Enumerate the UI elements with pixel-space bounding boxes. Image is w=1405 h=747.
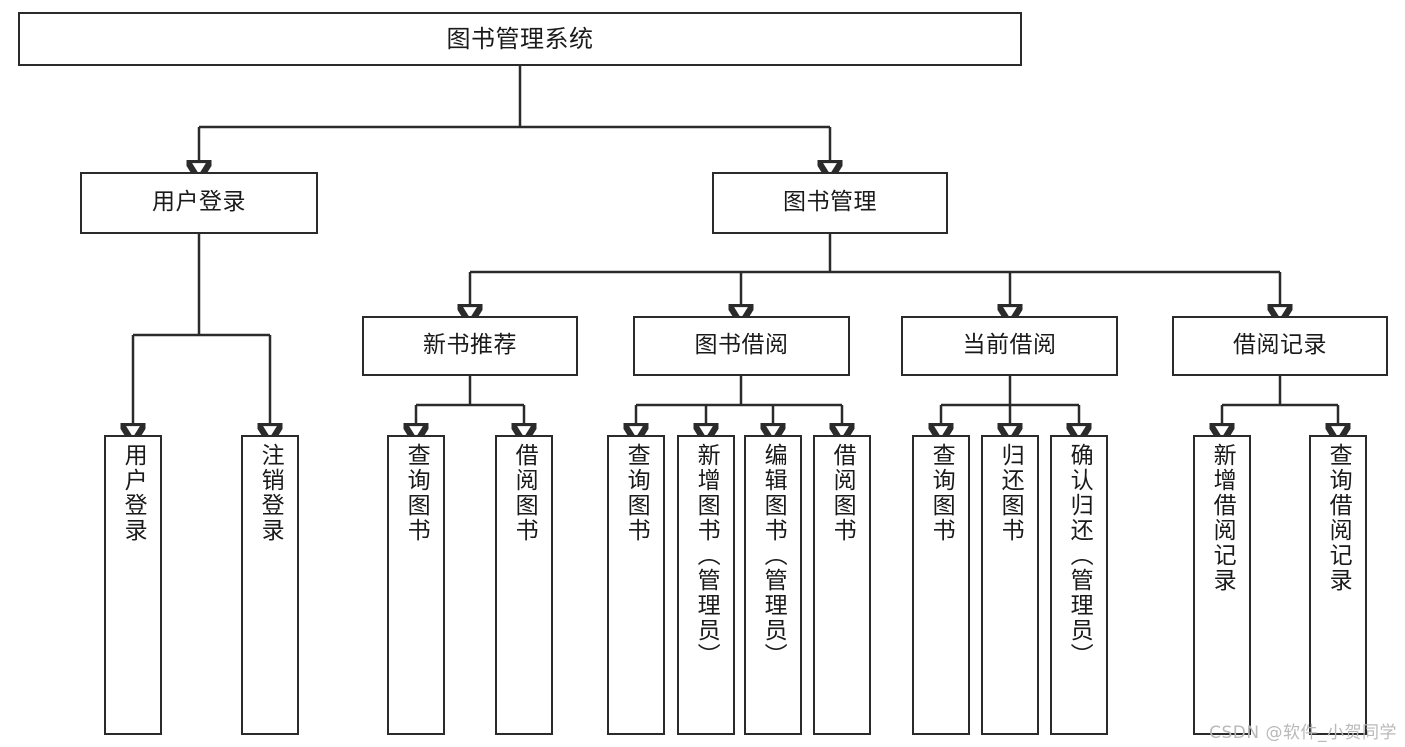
node-new-book-recommendation[interactable]: 新书推荐 [362, 316, 578, 376]
node-label: 图书借阅 [694, 332, 789, 359]
node-label: 查询图书 [623, 443, 650, 543]
leaf-edit-book-admin[interactable]: 编辑图书（管理员） [744, 435, 802, 735]
node-label: 查询借阅记录 [1325, 443, 1352, 593]
node-borrowing-records[interactable]: 借阅记录 [1172, 316, 1388, 376]
leaf-query-borrowing-record[interactable]: 查询借阅记录 [1309, 435, 1367, 735]
node-label: 当前借阅 [962, 332, 1057, 359]
leaf-user-login[interactable]: 用户登录 [104, 435, 162, 735]
leaf-query-books-current[interactable]: 查询图书 [912, 435, 970, 735]
node-label: 用户登录 [152, 189, 246, 216]
leaf-add-borrowing-record[interactable]: 新增借阅记录 [1193, 435, 1251, 735]
node-label: 借阅图书 [511, 443, 538, 543]
watermark-text: CSDN @软件_小贺同学 [1209, 723, 1397, 743]
node-label: 图书管理 [783, 189, 877, 216]
leaf-query-books-borrowing[interactable]: 查询图书 [607, 435, 665, 735]
node-label: 新增借阅记录 [1209, 443, 1236, 593]
leaf-query-books-recommend[interactable]: 查询图书 [387, 435, 445, 735]
node-current-borrowing[interactable]: 当前借阅 [901, 316, 1118, 376]
node-label: 注销登录 [257, 443, 284, 543]
node-book-management[interactable]: 图书管理 [712, 172, 948, 234]
node-label: 图书管理系统 [446, 24, 594, 53]
node-label: 编辑图书（管理员） [760, 443, 787, 668]
node-book-borrowing[interactable]: 图书借阅 [633, 316, 850, 376]
node-label: 归还图书 [997, 443, 1024, 543]
node-label: 新书推荐 [423, 332, 517, 359]
leaf-borrow-books-recommend[interactable]: 借阅图书 [495, 435, 553, 735]
node-label: 借阅图书 [829, 443, 856, 543]
node-label: 用户登录 [120, 443, 147, 543]
node-label: 借阅记录 [1233, 332, 1327, 359]
leaf-add-book-admin[interactable]: 新增图书（管理员） [677, 435, 735, 735]
leaf-logout[interactable]: 注销登录 [241, 435, 299, 735]
leaf-return-books[interactable]: 归还图书 [981, 435, 1039, 735]
node-label: 新增图书（管理员） [693, 443, 720, 668]
node-label: 查询图书 [403, 443, 430, 543]
node-label: 查询图书 [928, 443, 955, 543]
node-label: 确认归还（管理员） [1066, 443, 1093, 668]
leaf-confirm-return-admin[interactable]: 确认归还（管理员） [1050, 435, 1108, 735]
leaf-borrow-books-borrowing[interactable]: 借阅图书 [813, 435, 871, 735]
node-user-login[interactable]: 用户登录 [80, 172, 318, 234]
node-root-book-management-system[interactable]: 图书管理系统 [18, 12, 1022, 66]
